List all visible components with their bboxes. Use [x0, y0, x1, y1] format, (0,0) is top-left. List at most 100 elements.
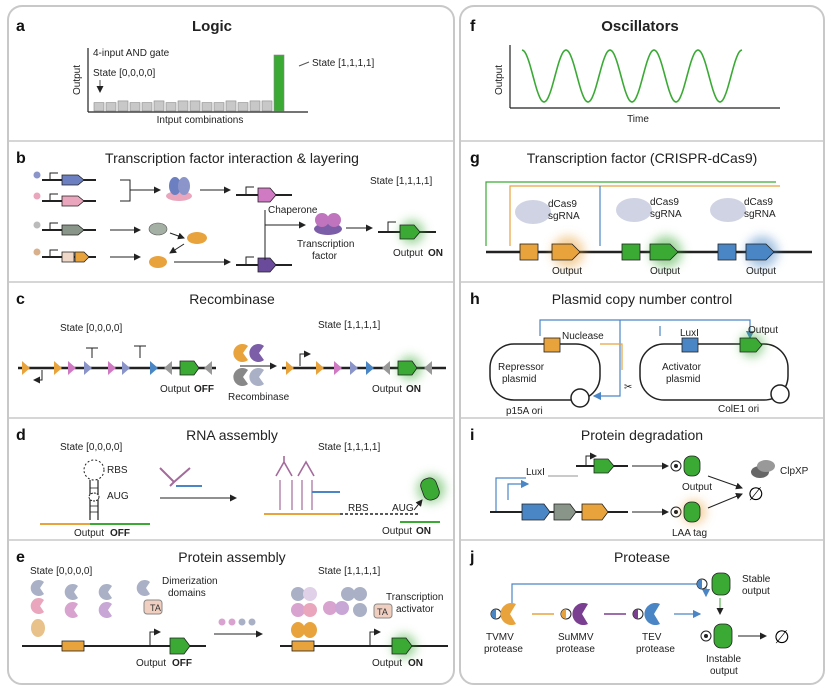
panel-h: h Plasmid copy number control Nuclease R…: [470, 291, 790, 417]
logic-bar: [105, 102, 117, 112]
g-output-1: Output: [552, 266, 582, 277]
c-title: Recombinase: [189, 291, 275, 307]
rep-label-1: Repressor: [498, 362, 545, 373]
logic-header: Logic: [192, 18, 232, 35]
e-off: OFF: [172, 658, 192, 669]
tf-label-2: factor: [312, 251, 338, 262]
ori-1: p15A ori: [506, 406, 543, 417]
panel-g: g Transcription factor (CRISPR-dCas9) dC…: [470, 150, 812, 277]
b-title: Transcription factor interaction & layer…: [105, 150, 359, 166]
logic-bar: [189, 100, 201, 112]
c-off: OFF: [194, 384, 214, 395]
stable-2: output: [742, 586, 770, 597]
f-ylabel: Output: [494, 65, 505, 95]
d-state-on: State [1,1,1,1]: [318, 442, 380, 453]
i-null-symbol: ∅: [748, 484, 764, 504]
sgrna-1: sgRNA: [548, 211, 580, 222]
recombinase-proteins: [233, 344, 264, 386]
i-title: Protein degradation: [581, 427, 703, 443]
d-output-on: Output: [382, 526, 412, 537]
i-output: Output: [682, 482, 712, 493]
c-on: ON: [406, 384, 421, 395]
c-right-sites: [286, 350, 432, 380]
e-monomers: [30, 580, 163, 637]
nuclease-label: Nuclease: [562, 331, 604, 342]
e-output-off: Output: [136, 658, 166, 669]
summv-1: SuMMV: [558, 632, 594, 643]
d-rbs-right: RBS: [348, 503, 369, 514]
act-plasmid-2: plasmid: [666, 374, 700, 385]
tev-2: protease: [636, 644, 675, 655]
activator-plasmid: [639, 343, 789, 401]
logic-bar: [165, 102, 177, 112]
tvmv-1: TVMV: [486, 632, 514, 643]
act-label-2: activator: [396, 604, 434, 615]
panel-j: j Protease TVMV protease SuMMV protease …: [469, 549, 790, 677]
oscillation-curve: [521, 49, 743, 103]
e-state-off: State [0,0,0,0]: [30, 566, 92, 577]
panel-letter-b: b: [16, 150, 26, 167]
panel-letter-i: i: [470, 427, 474, 444]
panel-letter-e: e: [16, 549, 25, 566]
j-null-symbol: ∅: [774, 627, 790, 647]
gate-label: 4-input AND gate: [93, 48, 170, 59]
j-title: Protease: [614, 549, 670, 565]
panel-e: e Protein assembly State [0,0,0,0] State…: [16, 549, 448, 669]
panel-b: b Transcription factor interaction & lay…: [16, 150, 443, 273]
panel-letter-f: f: [470, 18, 476, 35]
dcas9-3: dCas9: [744, 197, 773, 208]
clpxp-label: ClpXP: [780, 466, 809, 477]
summv-2: protease: [556, 644, 595, 655]
e-ta-left: TA: [150, 603, 161, 613]
right-frame: [459, 5, 825, 685]
panel-d: d RNA assembly State [0,0,0,0] State [1,…: [16, 427, 445, 539]
laa-label: LAA tag: [672, 528, 707, 539]
e-ta-right: TA: [377, 607, 388, 617]
logic-bar: [273, 54, 285, 112]
tvmv-2: protease: [484, 644, 523, 655]
g-output-3: Output: [746, 266, 776, 277]
logic-bar: [261, 100, 273, 112]
f-xlabel: Time: [627, 114, 649, 125]
instable-2: output: [710, 666, 738, 677]
d-title: RNA assembly: [186, 427, 278, 443]
assembled-rna: [264, 456, 440, 523]
e-output-on: Output: [372, 658, 402, 669]
ori-2: ColE1 ori: [718, 404, 759, 415]
state-on-pointer: [298, 61, 310, 67]
dim-label-2: domains: [168, 588, 206, 599]
d-output-off: Output: [74, 528, 104, 539]
b-on: ON: [428, 248, 443, 259]
panel-letter-h: h: [470, 291, 480, 308]
g-cassette-2: dCas9 sgRNA Output: [616, 197, 682, 277]
dcas9-2: dCas9: [650, 197, 679, 208]
panel-i: i Protein degradation Output LuxI LAA ta…: [470, 427, 809, 539]
tf-label-1: Transcription: [297, 239, 354, 250]
g-cassette-1: dCas9 sgRNA Output: [515, 199, 584, 277]
e-assembled: [291, 587, 393, 638]
tev-1: TEV: [642, 632, 662, 643]
d-on: ON: [416, 526, 431, 537]
d-rbs-left: RBS: [107, 465, 128, 476]
state-off-label: State [0,0,0,0]: [93, 68, 155, 79]
c-state-on: State [1,1,1,1]: [318, 320, 380, 331]
logic-bar: [225, 100, 237, 112]
recombinase-label: Recombinase: [228, 392, 290, 403]
b-input-genes: [33, 171, 96, 263]
dim-label-1: Dimerization: [162, 576, 218, 587]
logic-bar: [201, 102, 213, 112]
panel-letter-g: g: [470, 150, 480, 167]
b-state: State [1,1,1,1]: [370, 176, 432, 187]
state-on-label: State [1,1,1,1]: [312, 58, 374, 69]
h-title: Plasmid copy number control: [552, 291, 733, 307]
e-on: ON: [408, 658, 423, 669]
g-cassette-3: dCas9 sgRNA Output: [710, 197, 778, 277]
act-plasmid-1: Activator: [662, 362, 702, 373]
e-title: Protein assembly: [178, 549, 285, 565]
dots-arrow: [214, 618, 263, 638]
logic-bar: [129, 102, 141, 112]
logic-bar: [249, 100, 261, 112]
rep-label-2: plasmid: [502, 374, 536, 385]
logic-bar: [93, 102, 105, 112]
